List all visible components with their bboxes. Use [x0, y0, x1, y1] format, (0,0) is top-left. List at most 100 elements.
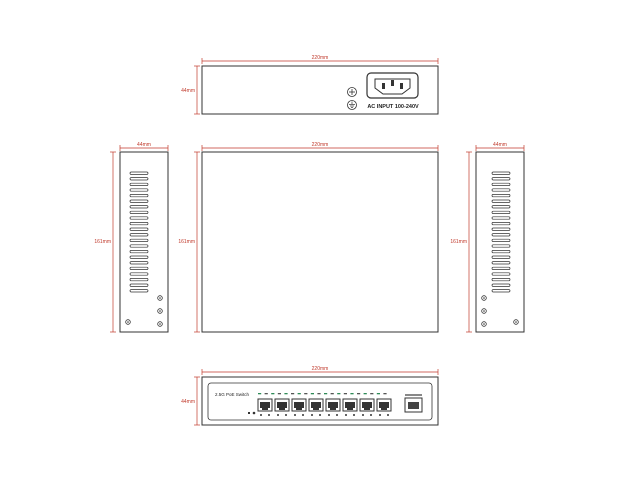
port-led: [328, 414, 330, 416]
vent-slot: [491, 255, 511, 259]
vent-slot: [129, 194, 149, 198]
front-height-label: 44mm: [181, 399, 195, 405]
left-screws: [125, 295, 163, 327]
vent-slot: [491, 261, 511, 265]
vent-slot: [129, 171, 149, 175]
status-led: [310, 393, 314, 395]
vent-slot: [129, 182, 149, 186]
screw-icon: [481, 308, 487, 314]
vent-slot: [129, 177, 149, 181]
vent-slot: [129, 278, 149, 282]
screw-icon: [157, 308, 163, 314]
port-led: [285, 414, 287, 416]
vent-slot: [129, 289, 149, 293]
status-led: [350, 393, 354, 395]
screw-icon: [157, 295, 163, 301]
right-side-outline: [475, 151, 525, 333]
status-led: [284, 393, 288, 395]
top-width-label: 220mm: [312, 142, 329, 148]
port-led: [362, 414, 364, 416]
vent-slot: [491, 283, 511, 287]
status-led: [277, 393, 281, 395]
port-led: [260, 414, 262, 416]
ground-icon: [347, 100, 357, 110]
rj45-port-icon: [257, 398, 273, 412]
vent-slot: [491, 222, 511, 226]
right-vent-slots: [491, 171, 511, 293]
vent-slot: [491, 227, 511, 231]
left-side-view: 44mm 161mm: [94, 142, 169, 333]
rear-height-label: 44mm: [181, 88, 195, 94]
vent-slot: [129, 210, 149, 214]
status-led: [304, 393, 308, 395]
vent-slot: [129, 222, 149, 226]
rear-width-label: 220mm: [312, 55, 329, 61]
vent-slot: [129, 283, 149, 287]
status-led: [376, 393, 380, 395]
left-side-width-label: 44mm: [137, 142, 151, 148]
vent-slot: [129, 244, 149, 248]
ac-input-label: AC INPUT 100-240V: [367, 104, 419, 110]
vent-slot: [491, 182, 511, 186]
port-led: [277, 414, 279, 416]
vent-slot: [129, 250, 149, 254]
port-led: [387, 414, 389, 416]
status-led: [271, 393, 275, 395]
vent-slot: [129, 272, 149, 276]
vent-slot: [491, 272, 511, 276]
status-led: [343, 393, 347, 395]
vent-slot: [129, 266, 149, 270]
vent-slot: [491, 199, 511, 203]
vent-slot: [129, 255, 149, 259]
port-led-row: [258, 393, 389, 416]
port-led: [302, 414, 304, 416]
right-side-depth-label: 161mm: [450, 239, 467, 245]
front-width-label: 220mm: [312, 366, 329, 372]
vent-slot: [129, 216, 149, 220]
port-led: [370, 414, 372, 416]
left-side-depth-label: 161mm: [94, 239, 111, 245]
screw-icon: [157, 321, 163, 327]
port-led: [336, 414, 338, 416]
right-side-width-label: 44mm: [493, 142, 507, 148]
status-led: [363, 393, 367, 395]
rj45-port-icon: [308, 398, 324, 412]
rj45-port-icon: [291, 398, 307, 412]
vent-slot: [491, 188, 511, 192]
vent-slot: [491, 278, 511, 282]
sfp-port-icon: [404, 394, 423, 413]
top-depth-label: 161mm: [178, 239, 195, 245]
status-led: [291, 393, 295, 395]
vent-slot: [491, 171, 511, 175]
port-led: [319, 414, 321, 416]
screw-icon: [125, 319, 131, 325]
rj45-port-icon: [359, 398, 375, 412]
vent-slot: [491, 244, 511, 248]
vent-slot: [491, 177, 511, 181]
rj45-port-icon: [274, 398, 290, 412]
vent-slot: [491, 205, 511, 209]
rj45-port-icon: [376, 398, 392, 412]
left-vent-slots: [129, 171, 149, 293]
port-led: [268, 414, 270, 416]
port-led: [345, 414, 347, 416]
top-view: 220mm 161mm: [178, 142, 439, 333]
screw-icon: [347, 87, 357, 97]
status-led: [370, 393, 374, 395]
vent-slot: [491, 233, 511, 237]
ac-power-inlet-icon: [366, 72, 419, 99]
front-view: 220mm 44mm 2.5G PoE Switch: [181, 366, 439, 426]
status-led: [357, 393, 361, 395]
vent-slot: [491, 250, 511, 254]
port-led: [379, 414, 381, 416]
status-led: [330, 393, 334, 395]
device-name-label: 2.5G PoE Switch: [215, 392, 250, 397]
screw-icon: [513, 319, 519, 325]
reset-led-icon: [248, 411, 256, 415]
status-led: [317, 393, 321, 395]
vent-slot: [491, 194, 511, 198]
status-led: [383, 393, 387, 395]
vent-slot: [129, 205, 149, 209]
